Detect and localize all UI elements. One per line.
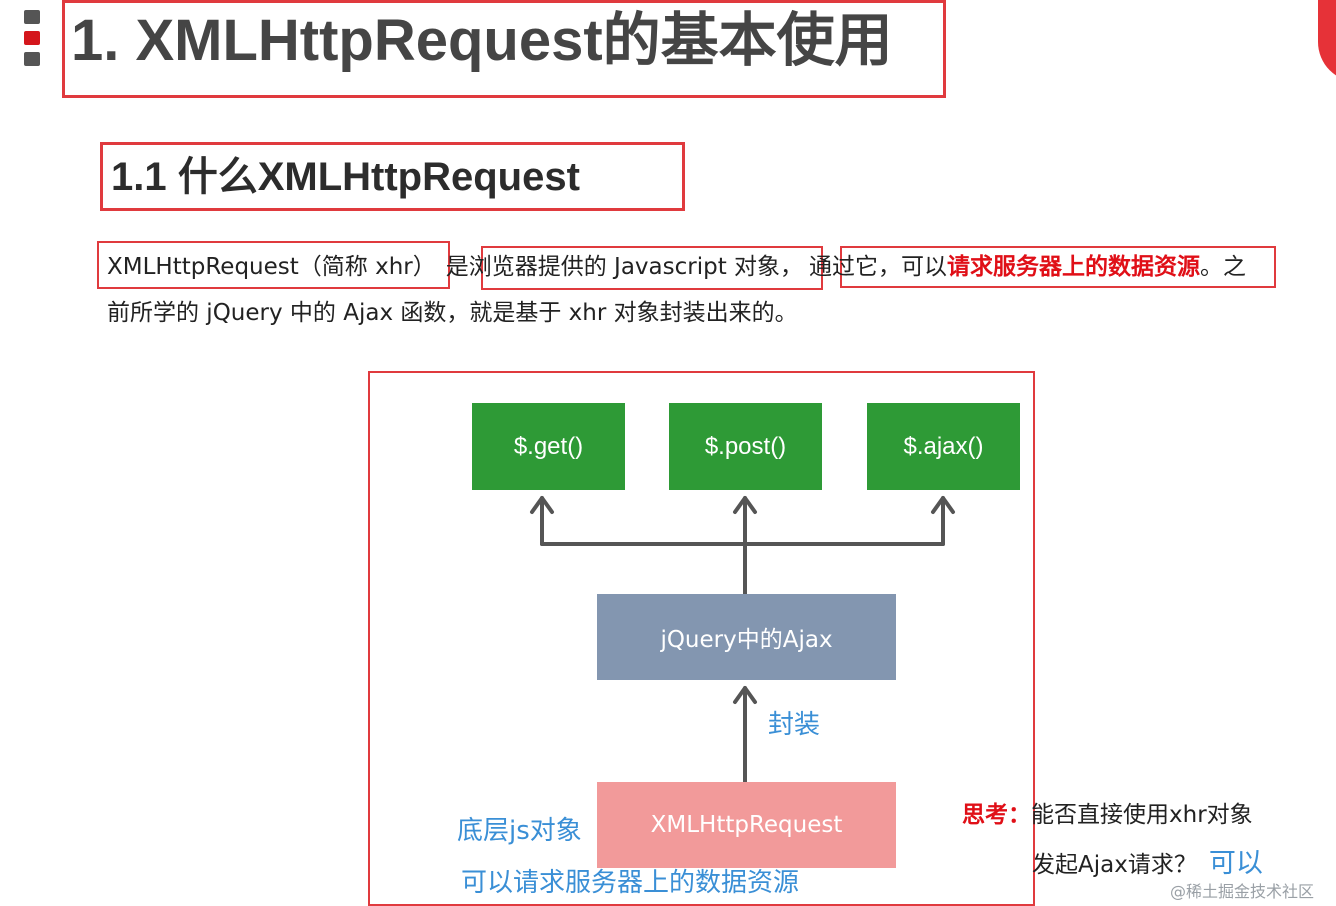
intro-paragraph-line2: 前所学的 jQuery 中的 Ajax 函数，就是基于 xhr 对象封装出来的。 <box>107 300 798 326</box>
arrowhead-left <box>530 496 554 514</box>
intro-paragraph-line1: XMLHttpRequest（简称 xhr） 是浏览器提供的 Javascript… <box>107 244 1322 290</box>
text-request-data-resource: 请求服务器上的数据资源 <box>947 254 1201 280</box>
jquery-ajax-box: $.ajax() <box>867 403 1020 490</box>
text-is: 是 <box>445 254 469 280</box>
arrowhead-lower <box>733 686 757 704</box>
arrowhead-right <box>931 496 955 514</box>
base-js-object-label: 底层js对象 <box>457 816 582 846</box>
think-line2: 发起Ajax请求？ 可以 <box>1032 841 1263 880</box>
think-label: 思考： <box>962 802 1031 828</box>
request-data-label: 可以请求服务器上的数据资源 <box>461 868 800 898</box>
text-browser-object: 浏览器提供的 Javascript 对象 <box>468 254 781 280</box>
think-answer: 可以 <box>1208 848 1263 879</box>
think-question-part2: 发起Ajax请求？ <box>1032 852 1197 878</box>
think-question-part1: 能否直接使用xhr对象 <box>1031 802 1253 828</box>
highlight-box-xhr <box>97 241 450 289</box>
jquery-get-box: $.get() <box>472 403 625 490</box>
highlight-box-request-data <box>840 246 1276 288</box>
section-heading: 1.1 什么XMLHttpRequest <box>100 142 685 211</box>
slide-corner-decoration <box>1318 0 1336 82</box>
xhr-base-box: XMLHttpRequest <box>597 782 896 868</box>
page-title: 1. XMLHttpRequest的基本使用 <box>62 0 946 98</box>
highlight-box-browser-object <box>481 246 823 290</box>
watermark: @稀土掘金技术社区 <box>1170 882 1315 901</box>
slide-bullet-1 <box>24 10 40 24</box>
jquery-ajax-layer-box: jQuery中的Ajax <box>597 594 896 680</box>
slide-bullet-3 <box>24 52 40 66</box>
wrap-label: 封装 <box>768 710 821 740</box>
think-line1: 思考：能否直接使用xhr对象 <box>962 795 1253 829</box>
jquery-post-box: $.post() <box>669 403 822 490</box>
text-period: 。之 <box>1200 254 1247 280</box>
text-xhr-name: XMLHttpRequest（简称 xhr） <box>107 254 436 280</box>
slide-bullet-2 <box>24 31 40 45</box>
text-comma: ， <box>780 254 804 280</box>
arrowhead-middle <box>733 496 757 514</box>
text-through-it: 通过它，可以 <box>809 254 948 280</box>
